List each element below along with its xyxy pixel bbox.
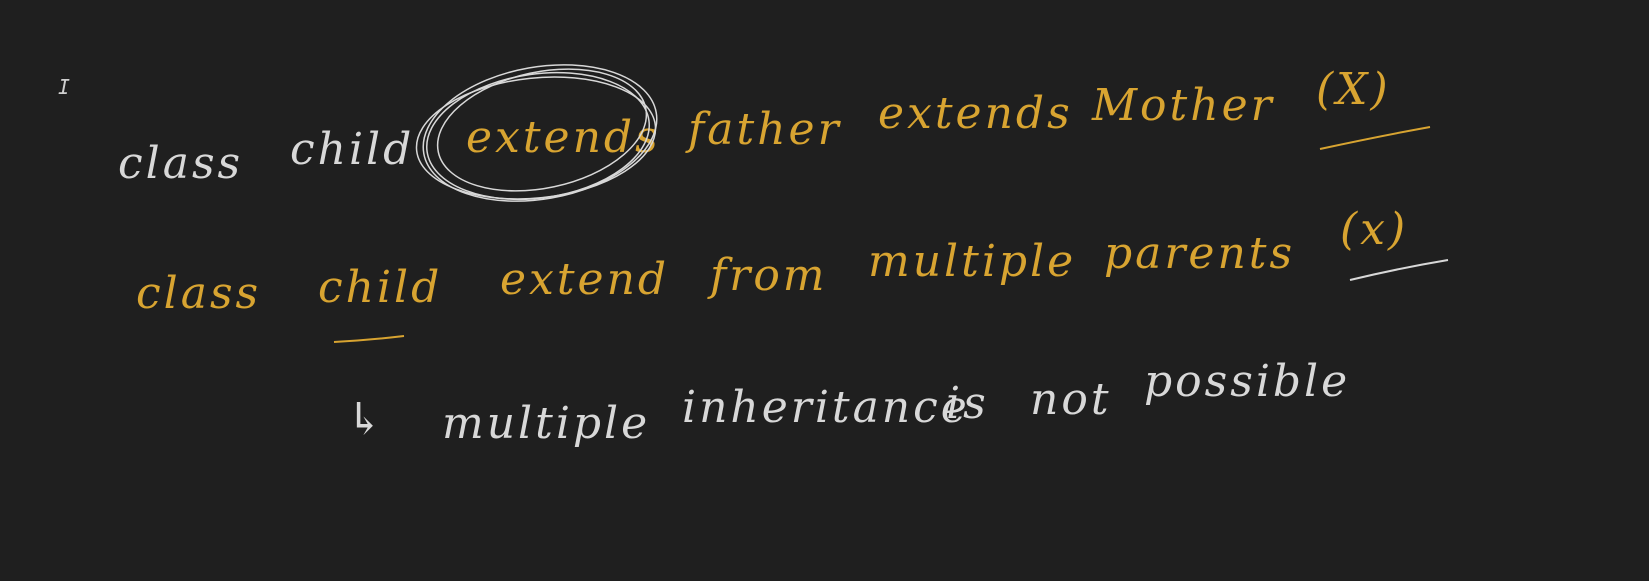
line1-word-mother: Mother	[1092, 80, 1275, 131]
line3-word-inheritance: inheritance	[682, 382, 970, 433]
line1-cross-mark: (X)	[1316, 64, 1391, 115]
line3-arrow-icon: ↳	[346, 394, 386, 445]
line2-word-from: from	[710, 250, 828, 301]
line2-word-multiple: multiple	[868, 236, 1077, 287]
line1-word-extends-circled: extends	[466, 112, 661, 163]
line2-word-class: class	[136, 268, 262, 319]
line1-word-extends: extends	[878, 88, 1073, 139]
line2-word-child: child	[318, 262, 443, 313]
line1-word-father: father	[688, 104, 842, 155]
line2-word-extend: extend	[500, 254, 670, 305]
line3-word-multiple: multiple	[442, 398, 651, 449]
line3-word-not: not	[1030, 374, 1112, 425]
text-cursor-icon: I	[58, 75, 71, 99]
underline-cross-mark-2	[1349, 259, 1449, 281]
line1-word-child: child	[290, 124, 415, 175]
line3-word-is: is	[946, 378, 989, 429]
underline-cross-mark-1	[1319, 126, 1431, 150]
underline-child	[333, 335, 405, 343]
line1-word-class: class	[118, 138, 244, 189]
line3-word-possible: possible	[1144, 356, 1351, 407]
line2-cross-mark: (x)	[1340, 204, 1409, 255]
line2-word-parents: parents	[1104, 228, 1296, 279]
